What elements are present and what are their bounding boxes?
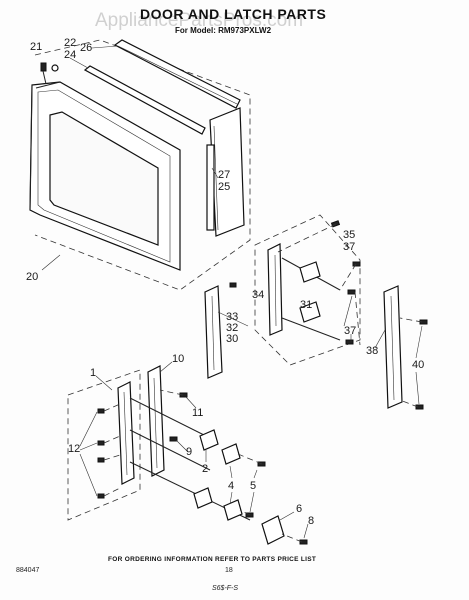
choke-seal (113, 39, 241, 109)
callout-30: 30 (226, 333, 238, 345)
callout-6: 6 (296, 503, 302, 515)
callout-38: 38 (366, 345, 378, 357)
doc-code: S6$-F-S (212, 585, 238, 592)
screw-icon (97, 493, 105, 499)
screw-icon (97, 440, 105, 446)
door-side-strip (206, 144, 215, 231)
callout-1: 1 (90, 367, 96, 379)
callout-34: 34 (252, 289, 264, 301)
document-number: 884047 (16, 567, 39, 574)
door-hinge-bracket (383, 285, 403, 409)
door-assembly-group: 21 22 24 26 27 25 20 (26, 37, 251, 291)
screw-icon (40, 62, 47, 72)
interlock-switch (193, 487, 213, 509)
screw-icon (229, 282, 237, 288)
screw-icon (345, 339, 354, 345)
monitor-switch (261, 515, 285, 545)
latch-plate (267, 243, 283, 336)
callout-21: 21 (30, 41, 42, 53)
callout-12: 12 (68, 443, 80, 455)
interlock-bracket (117, 381, 135, 485)
interlock-group-outline (67, 369, 141, 521)
callout-37-lower: 37 (344, 325, 356, 337)
latch-lever-lower (299, 301, 321, 323)
callout-31: 31 (300, 299, 312, 311)
callout-5: 5 (250, 480, 256, 492)
door-frame (29, 81, 181, 271)
interlock-switch (199, 429, 219, 451)
screw-icon (415, 404, 424, 410)
latch-group-outline (254, 214, 361, 366)
screw-icon (97, 457, 105, 463)
interlock-switch (223, 499, 243, 521)
screw-icon (169, 436, 178, 442)
callout-8: 8 (308, 515, 314, 527)
callout-4: 4 (228, 480, 234, 492)
screw-icon (97, 408, 105, 414)
callout-11: 11 (192, 407, 203, 419)
page-number: 18 (225, 567, 233, 574)
interlock-assembly-group: 1 10 11 12 9 2 4 5 6 8 (67, 353, 314, 545)
door-group-outline (34, 39, 251, 291)
callout-35: 35 (343, 229, 355, 241)
callout-24: 24 (64, 49, 76, 61)
callout-40: 40 (412, 359, 424, 371)
washer-icon (51, 64, 59, 72)
callout-2: 2 (202, 463, 208, 475)
ordering-note: FOR ORDERING INFORMATION REFER TO PARTS … (108, 556, 316, 563)
callout-20: 20 (26, 271, 38, 283)
model-subtitle: For Model: RM973PXLW2 (175, 26, 272, 35)
watermark: AppliancePartsPros.com (95, 10, 303, 31)
latch-lever (299, 261, 321, 283)
latch-support-bracket (147, 365, 165, 477)
latch-cover (204, 285, 223, 379)
callout-27: 27 (218, 169, 230, 181)
screw-icon (347, 289, 356, 295)
callout-9: 9 (186, 446, 192, 458)
callout-22: 22 (64, 37, 76, 49)
callout-32: 32 (226, 322, 238, 334)
callout-10: 10 (172, 353, 184, 365)
screw-icon (179, 392, 188, 398)
page-title: DOOR AND LATCH PARTS (140, 6, 326, 22)
screw-icon (299, 539, 308, 545)
callout-26: 26 (80, 42, 92, 54)
callout-37: 37 (343, 241, 355, 253)
screw-icon (352, 261, 361, 267)
callout-25: 25 (218, 181, 230, 193)
latch-mechanism-group: 35 37 34 31 33 32 30 37 38 40 (204, 214, 428, 410)
interlock-switch (221, 443, 241, 465)
door-gasket-strip (83, 65, 206, 135)
